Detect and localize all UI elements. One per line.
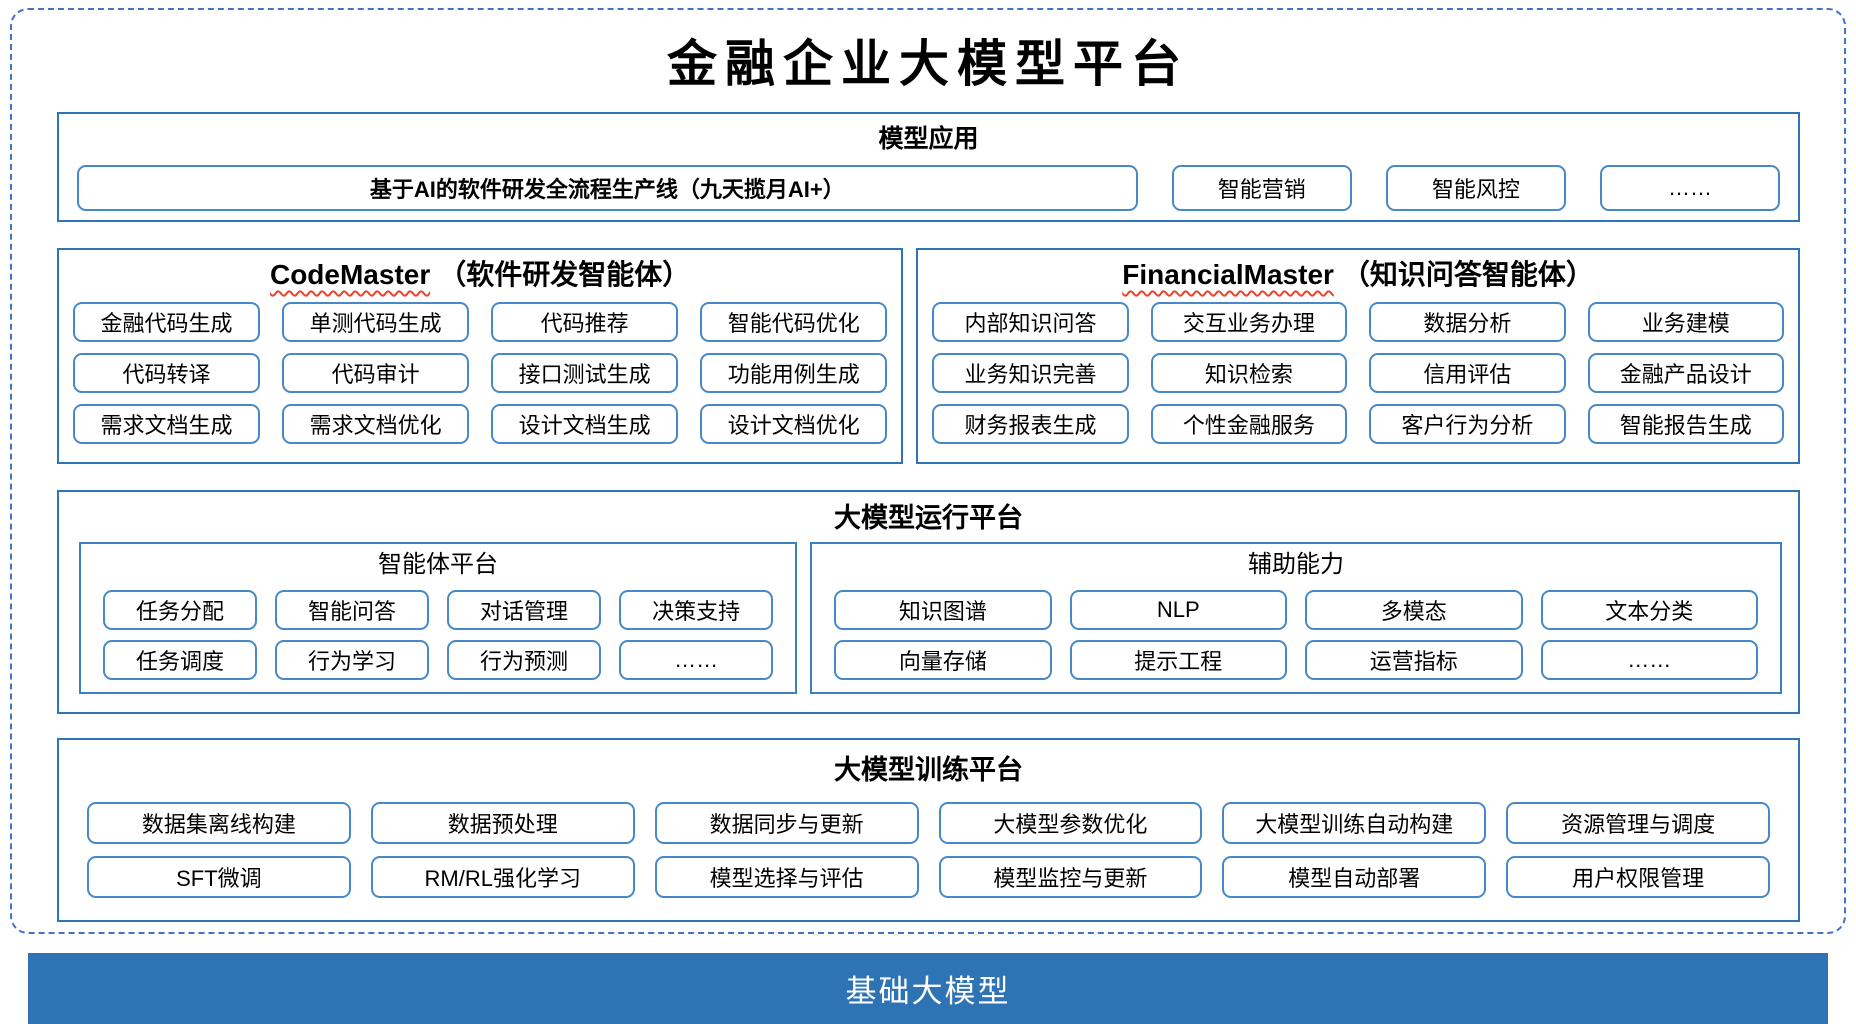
base-model-bar: 基础大模型	[28, 953, 1828, 1024]
training-grid: 数据集离线构建 数据预处理 数据同步与更新 大模型参数优化 大模型训练自动构建 …	[59, 802, 1798, 898]
item-box: 金融产品设计	[1587, 353, 1784, 393]
aux-capability-box: 辅助能力 知识图谱 NLP 多模态 文本分类 向量存储 提示工程 运营指标 ……	[810, 542, 1782, 694]
runtime-row: 智能体平台 任务分配 智能问答 对话管理 决策支持 任务调度 行为学习 行为预测…	[59, 542, 1798, 694]
training-platform-header: 大模型训练平台	[834, 755, 1023, 785]
item-box: 运营指标	[1305, 640, 1523, 680]
item-box: 任务调度	[103, 640, 258, 680]
section-codemaster: CodeMaster（软件研发智能体） 金融代码生成 单测代码生成 代码推荐 智…	[57, 248, 904, 464]
item-box: 多模态	[1305, 590, 1523, 630]
item-box: 接口测试生成	[491, 353, 679, 393]
item-box: 数据分析	[1369, 302, 1566, 342]
item-box-ellipsis: ……	[1599, 165, 1780, 211]
item-box: 决策支持	[619, 590, 774, 630]
runtime-platform-header: 大模型运行平台	[834, 503, 1023, 533]
item-box: 业务知识完善	[932, 353, 1129, 393]
item-box-ai-pipeline: 基于AI的软件研发全流程生产线（九天揽月AI+）	[77, 165, 1138, 211]
aux-capability-header: 辅助能力	[1248, 551, 1345, 578]
item-box: 行为预测	[447, 640, 602, 680]
item-box: 客户行为分析	[1369, 404, 1566, 444]
agents-row: CodeMaster（软件研发智能体） 金融代码生成 单测代码生成 代码推荐 智…	[57, 248, 1800, 464]
item-box: 行为学习	[275, 640, 430, 680]
codemaster-header: CodeMaster（软件研发智能体）	[73, 256, 887, 294]
item-box: 智能代码优化	[700, 302, 888, 342]
item-box: 功能用例生成	[700, 353, 888, 393]
item-box: 交互业务办理	[1150, 302, 1348, 342]
item-box: 资源管理与调度	[1506, 802, 1770, 844]
codemaster-subtitle: （软件研发智能体）	[438, 259, 691, 290]
item-box: 内部知识问答	[932, 302, 1129, 342]
item-box: 业务建模	[1587, 302, 1784, 342]
item-box: 任务分配	[103, 590, 258, 630]
item-box: 数据预处理	[370, 802, 635, 844]
page-title: 金融企业大模型平台	[667, 36, 1189, 92]
agent-platform-header: 智能体平台	[378, 551, 499, 578]
section-runtime-platform: 大模型运行平台 智能体平台 任务分配 智能问答 对话管理 决策支持 任务调度 行…	[57, 490, 1800, 714]
item-box: 智能问答	[275, 590, 430, 630]
agent-platform-box: 智能体平台 任务分配 智能问答 对话管理 决策支持 任务调度 行为学习 行为预测…	[79, 542, 798, 694]
item-box: 单测代码生成	[282, 302, 470, 342]
section-training-platform: 大模型训练平台 数据集离线构建 数据预处理 数据同步与更新 大模型参数优化 大模…	[57, 738, 1800, 922]
item-box: 财务报表生成	[932, 404, 1129, 444]
item-box: 向量存储	[834, 640, 1052, 680]
item-box: 知识检索	[1150, 353, 1348, 393]
item-box: 用户权限管理	[1506, 856, 1770, 898]
item-box: SFT微调	[87, 856, 351, 898]
item-box: 需求文档优化	[282, 404, 470, 444]
item-box: 提示工程	[1069, 640, 1288, 680]
item-box: 数据同步与更新	[654, 802, 919, 844]
item-box: 设计文档生成	[491, 404, 679, 444]
item-box: 大模型参数优化	[938, 802, 1203, 844]
financialmaster-subtitle: （知识问答智能体）	[1341, 259, 1594, 290]
item-box-ellipsis: ……	[619, 640, 774, 680]
model-application-header: 模型应用	[878, 125, 979, 153]
financialmaster-header: FinancialMaster（知识问答智能体）	[932, 256, 1784, 294]
item-box: 知识图谱	[834, 590, 1052, 630]
financialmaster-name: FinancialMaster	[1122, 259, 1334, 290]
codemaster-grid: 金融代码生成 单测代码生成 代码推荐 智能代码优化 代码转译 代码审计 接口测试…	[73, 302, 888, 444]
codemaster-name: CodeMaster	[269, 259, 431, 290]
aux-capability-grid: 知识图谱 NLP 多模态 文本分类 向量存储 提示工程 运营指标 ……	[826, 590, 1766, 680]
item-box: NLP	[1069, 590, 1288, 630]
section-financialmaster: FinancialMaster（知识问答智能体） 内部知识问答 交互业务办理 数…	[916, 248, 1800, 464]
item-box-ellipsis: ……	[1540, 640, 1758, 680]
item-box: 金融代码生成	[73, 302, 261, 342]
item-box: 信用评估	[1369, 353, 1566, 393]
item-box: 个性金融服务	[1150, 404, 1348, 444]
item-box: 模型选择与评估	[654, 856, 919, 898]
section-model-application: 模型应用 基于AI的软件研发全流程生产线（九天揽月AI+） 智能营销 智能风控 …	[57, 112, 1800, 222]
item-box: 大模型训练自动构建	[1222, 802, 1487, 844]
item-box: RM/RL强化学习	[370, 856, 635, 898]
item-box: 代码审计	[282, 353, 470, 393]
item-box: 智能风控	[1385, 165, 1566, 211]
item-box: 设计文档优化	[700, 404, 888, 444]
item-box: 对话管理	[447, 590, 602, 630]
model-application-row: 基于AI的软件研发全流程生产线（九天揽月AI+） 智能营销 智能风控 ……	[59, 165, 1798, 211]
agent-platform-grid: 任务分配 智能问答 对话管理 决策支持 任务调度 行为学习 行为预测 ……	[95, 590, 781, 680]
item-box: 模型监控与更新	[938, 856, 1203, 898]
item-box: 代码推荐	[491, 302, 679, 342]
item-box: 数据集离线构建	[87, 802, 351, 844]
item-box: 需求文档生成	[73, 404, 261, 444]
financialmaster-grid: 内部知识问答 交互业务办理 数据分析 业务建模 业务知识完善 知识检索 信用评估…	[932, 302, 1784, 444]
item-box: 智能营销	[1171, 165, 1352, 211]
item-box: 智能报告生成	[1587, 404, 1784, 444]
item-box: 文本分类	[1540, 590, 1758, 630]
item-box: 模型自动部署	[1222, 856, 1487, 898]
item-box: 代码转译	[73, 353, 261, 393]
